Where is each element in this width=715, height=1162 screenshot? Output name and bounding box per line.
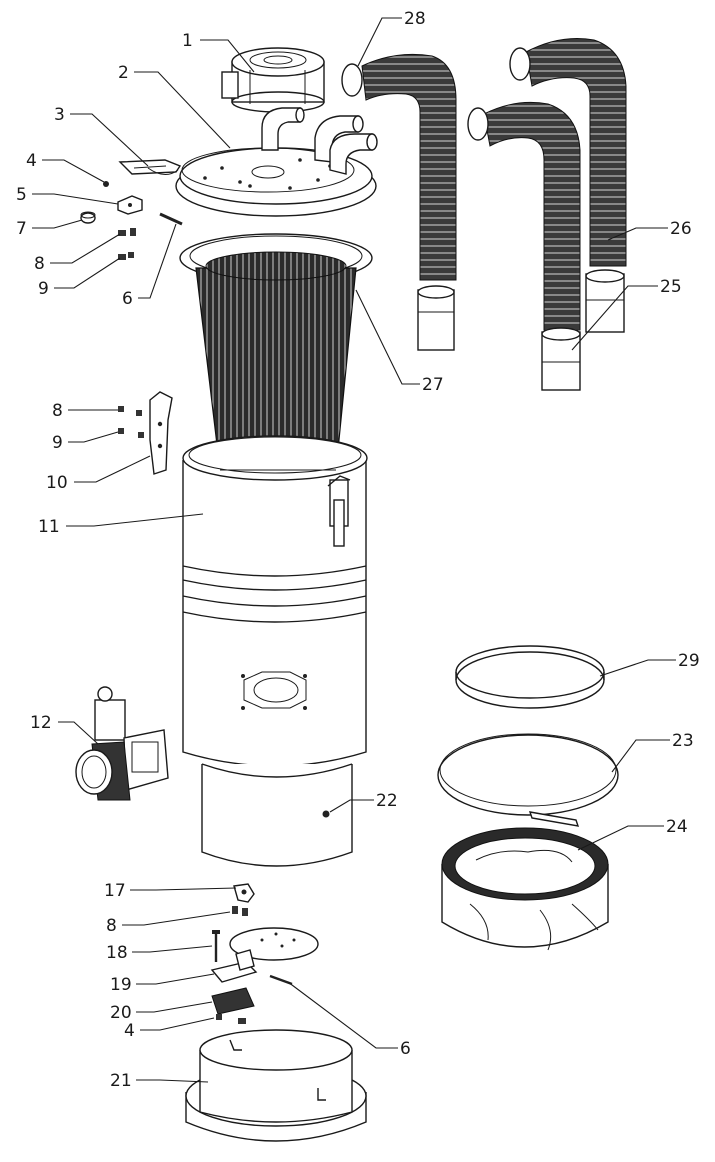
callout-4-low: 4 <box>124 1021 135 1041</box>
callout-11: 11 <box>38 517 60 537</box>
callout-12: 12 <box>30 713 52 733</box>
part-2-lid <box>175 107 378 217</box>
callout-20: 20 <box>110 1003 132 1023</box>
callout-1: 1 <box>182 31 193 51</box>
callout-9: 9 <box>38 279 49 299</box>
part-22-canister <box>201 763 353 867</box>
callout-4: 4 <box>26 151 37 171</box>
callout-28: 28 <box>404 9 426 29</box>
part-27-filter <box>179 233 373 483</box>
part-29-ring <box>455 645 605 709</box>
callout-7: 7 <box>16 219 27 239</box>
part-24-filter-bag <box>441 827 609 951</box>
callout-29: 29 <box>678 651 700 671</box>
callout-6: 6 <box>122 289 133 309</box>
hose-26b <box>509 38 627 333</box>
callout-19: 19 <box>110 975 132 995</box>
callout-22: 22 <box>376 791 398 811</box>
callout-24: 24 <box>666 817 688 837</box>
callout-25: 25 <box>660 277 682 297</box>
bottom-hardware <box>210 883 319 1024</box>
callout-2: 2 <box>118 63 129 83</box>
callout-26: 26 <box>670 219 692 239</box>
callout-labels: 1 2 3 4 5 7 8 9 6 8 9 10 11 12 17 8 18 1… <box>16 9 700 1091</box>
callout-3: 3 <box>54 105 65 125</box>
part-12-wall-mount <box>75 686 169 801</box>
callout-21: 21 <box>110 1071 132 1091</box>
part-21-base <box>185 1029 367 1142</box>
leader-lines <box>32 17 676 1083</box>
callout-18: 18 <box>106 943 128 963</box>
callout-9-mid: 9 <box>52 433 63 453</box>
upper-hardware <box>80 181 183 260</box>
hose-28 <box>341 53 457 351</box>
callout-27: 27 <box>422 375 444 395</box>
hose-26a <box>467 101 581 391</box>
callout-23: 23 <box>672 731 694 751</box>
callout-5: 5 <box>16 185 27 205</box>
callout-8-mid: 8 <box>52 401 63 421</box>
callout-17: 17 <box>104 881 126 901</box>
callout-8: 8 <box>34 254 45 274</box>
callout-10: 10 <box>46 473 68 493</box>
part-1-motor-cap <box>221 47 325 113</box>
part-10-side-bracket <box>118 391 173 475</box>
part-23-band <box>437 733 619 827</box>
part-3-bracket <box>118 159 182 175</box>
callout-6-low: 6 <box>400 1039 411 1059</box>
callout-8-low: 8 <box>106 916 117 936</box>
part-11-body <box>182 435 368 767</box>
